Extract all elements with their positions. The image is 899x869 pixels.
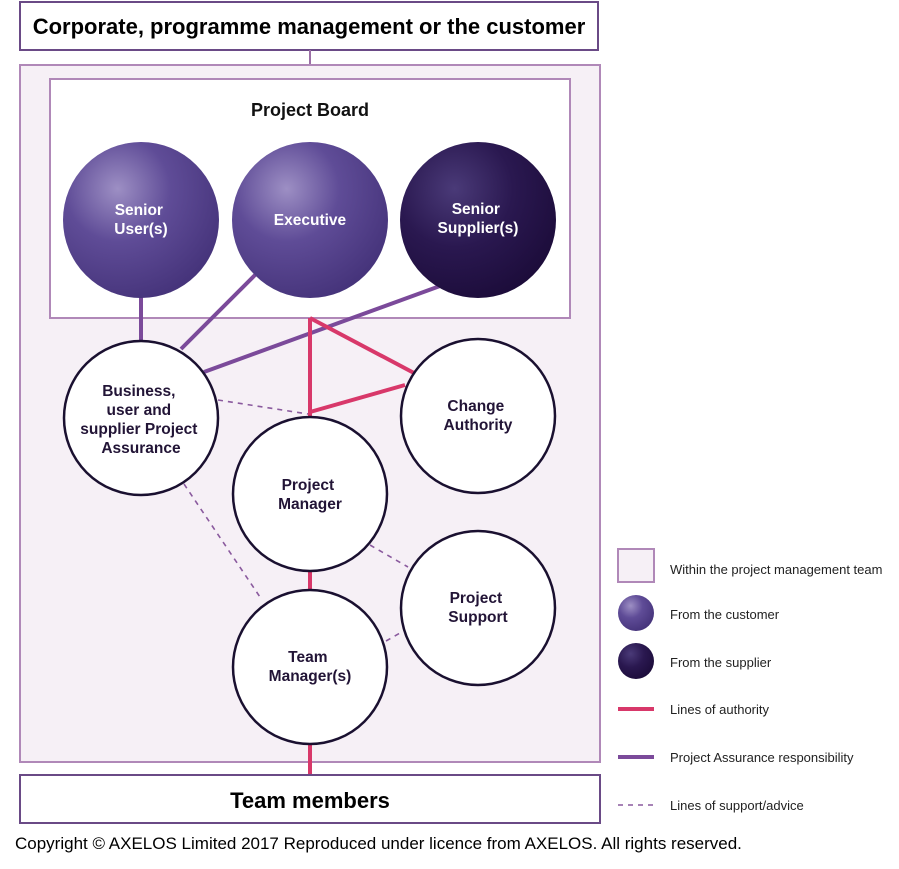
- project-board-title: Project Board: [251, 100, 369, 120]
- change-authority-node: Change Authority: [399, 337, 557, 495]
- senior-suppliers-label: Senior Supplier(s): [438, 201, 519, 237]
- authority-lines: [308, 316, 415, 775]
- authority-line-manager-change: [309, 383, 406, 414]
- change-authority-label: Change Authority: [444, 398, 513, 434]
- assurance-lines: [139, 273, 441, 374]
- project-support-node: Project Support: [399, 529, 557, 687]
- assurance-line-senior-suppliers: [203, 284, 441, 374]
- legend-customer-label: From the customer: [670, 607, 780, 622]
- executive-node: Executive: [232, 142, 388, 298]
- team-managers-label: Team Manager(s): [269, 649, 352, 685]
- support-line-manager-support: [369, 544, 409, 568]
- legend: Within the project management team From …: [617, 548, 882, 813]
- legend-support-label: Lines of support/advice: [670, 798, 804, 813]
- executive-label: Executive: [274, 212, 347, 229]
- project-assurance-node: Business, user and supplier Project Assu…: [62, 339, 220, 497]
- senior-suppliers-node: Senior Supplier(s): [400, 142, 556, 298]
- senior-users-label: Senior User(s): [114, 202, 167, 238]
- corporate-box: [19, 1, 599, 51]
- senior-users-node: Senior User(s): [63, 142, 219, 298]
- legend-customer-swatch: [618, 595, 654, 631]
- assurance-line-executive: [179, 273, 257, 351]
- legend-supplier-label: From the supplier: [670, 655, 772, 670]
- legend-supplier-swatch: [618, 643, 654, 679]
- legend-authority-label: Lines of authority: [670, 702, 770, 717]
- project-manager-label: Project Manager: [278, 477, 342, 513]
- team-members-label: Team members: [230, 788, 390, 813]
- legend-assurance-label: Project Assurance responsibility: [670, 750, 854, 765]
- support-line-assurance-team: [183, 483, 263, 601]
- legend-within-team-swatch: [617, 548, 655, 583]
- legend-within-team-label: Within the project management team: [670, 562, 882, 577]
- copyright-notice: Copyright © AXELOS Limited 2017 Reproduc…: [15, 834, 742, 853]
- project-assurance-label: Business, user and supplier Project Assu…: [80, 383, 201, 457]
- corporate-label: Corporate, programme management or the c…: [33, 14, 586, 39]
- project-manager-node: Project Manager: [231, 415, 389, 573]
- team-members-box: [19, 774, 601, 824]
- authority-line-board-change: [309, 316, 415, 375]
- team-managers-node: Team Manager(s): [231, 588, 389, 746]
- project-support-label: Project Support: [448, 590, 507, 626]
